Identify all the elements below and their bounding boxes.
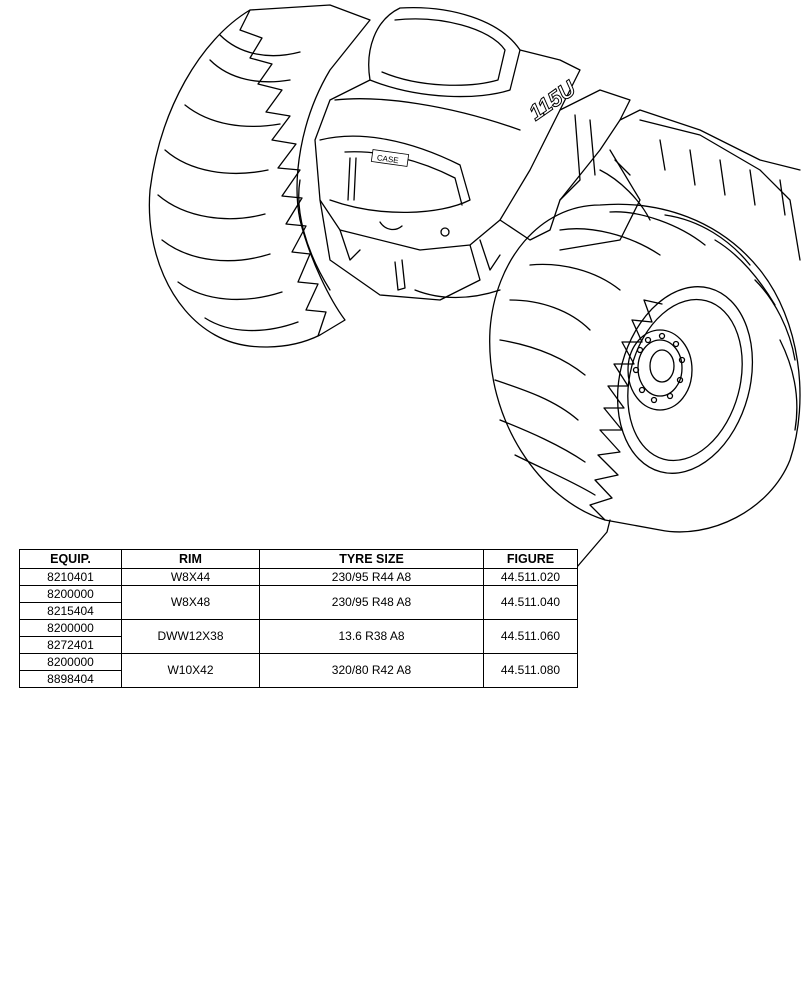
badge-text: CASE [376,153,399,165]
rim-cell: W10X42 [121,653,260,688]
col-header-tyre-size: TYRE SIZE [259,549,484,569]
equip-cell: 8200000 [19,585,122,603]
figure-cell: 44.511.020 [483,568,578,586]
figure-cell: 44.511.060 [483,619,578,654]
tyre-size-cell: 13.6 R38 A8 [259,619,484,654]
tyre-size-cell: 230/95 R44 A8 [259,568,484,586]
tyre-spec-table: EQUIP. RIM TYRE SIZE FIGURE 8210401 W8X4… [19,549,578,688]
table-row: 8200000 W10X42 320/80 R42 A8 44.511.080 [19,653,578,688]
equip-cell: 8215404 [19,602,122,620]
table-row: 8210401 W8X44 230/95 R44 A8 44.511.020 [19,568,578,586]
left-tire [148,4,371,348]
figure-cell: 44.511.040 [483,585,578,620]
table-row: 8200000 W8X48 230/95 R48 A8 44.511.040 [19,585,578,620]
equip-cell: 8200000 [19,619,122,637]
equip-cell: 8210401 [19,568,122,586]
tyre-size-cell: 230/95 R48 A8 [259,585,484,620]
col-header-equip: EQUIP. [19,549,122,569]
model-text: 115U [524,75,581,125]
col-header-figure: FIGURE [483,549,578,569]
rim-cell: W8X48 [121,585,260,620]
table-row: 8215404 [19,602,578,620]
rim-cell: DWW12X38 [121,619,260,654]
equip-cell: 8200000 [19,653,122,671]
equip-cell: 8272401 [19,636,122,654]
table-row: 8898404 [19,670,578,688]
col-header-rim: RIM [121,549,260,569]
table-header-row: EQUIP. RIM TYRE SIZE FIGURE [19,549,578,569]
right-tire [489,203,801,533]
figure-cell: 44.511.080 [483,653,578,688]
table-row: 8200000 DWW12X38 13.6 R38 A8 44.511.060 [19,619,578,654]
tyre-size-cell: 320/80 R42 A8 [259,653,484,688]
equip-cell: 8898404 [19,670,122,688]
rim-cell: W8X44 [121,568,260,586]
case-badge: CASE [370,149,410,167]
tractor-body [314,6,801,301]
leader-line [576,519,611,568]
